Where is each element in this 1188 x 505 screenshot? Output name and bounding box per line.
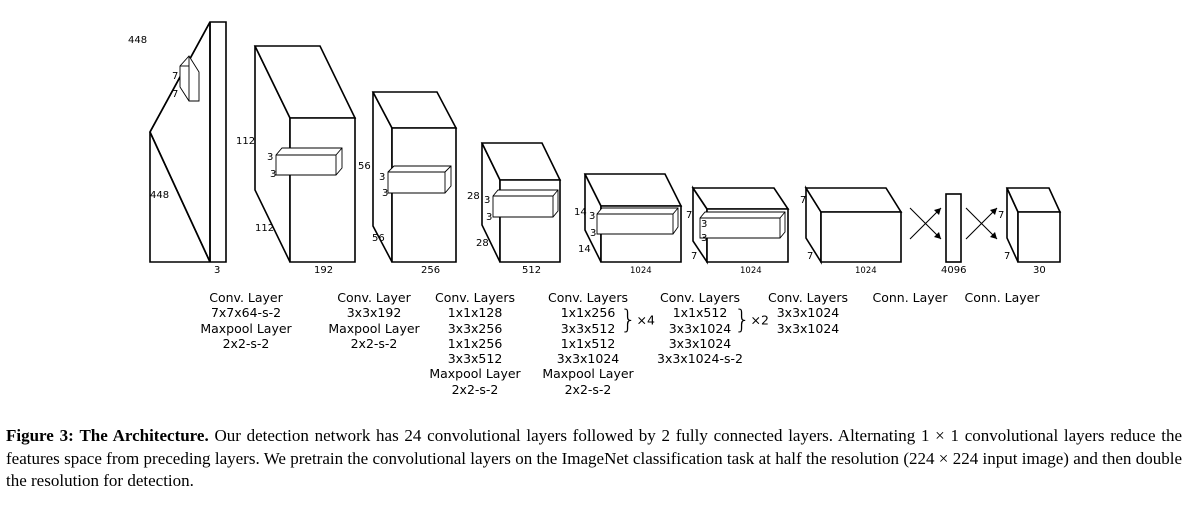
- layer-spec-label: 1x1x256: [560, 305, 616, 321]
- caption-text: Our detection network has 24 convolution…: [6, 426, 1182, 490]
- output-width-label: 7: [1004, 251, 1010, 262]
- kernel-height-label: 7: [172, 71, 178, 82]
- kernel-height-label: 3: [379, 172, 385, 183]
- block-width-label: 112: [255, 223, 274, 234]
- conv-block-7b: [804, 185, 903, 265]
- block-width-label: 28: [476, 238, 489, 249]
- block-depth-label: 1024: [740, 266, 762, 276]
- layer-type-label: Conv. Layers: [659, 290, 741, 305]
- block-width-label: 14: [578, 244, 591, 255]
- layer-spec-label: 3x3x1024-s-2: [657, 351, 743, 367]
- layer-spec-label: 3x3x512: [560, 320, 616, 336]
- input-kernel: [179, 55, 200, 102]
- figure-caption: Figure 3: The Architecture. Our detectio…: [6, 425, 1182, 493]
- layer-spec-label: 3x3x1024: [556, 351, 620, 367]
- layer-type-label: Conv. Layer: [337, 290, 411, 305]
- repeat-brace: }×4: [620, 305, 655, 335]
- kernel-width-label: 3: [270, 169, 276, 180]
- layer-spec-label: 3x3x1024: [668, 320, 732, 336]
- layer-type-label: Conn. Layer: [964, 290, 1040, 305]
- layer-spec-label: 3x3x256: [447, 320, 503, 336]
- layer-spec-label: 3x3x192: [346, 305, 402, 321]
- layer-type-label: Conn. Layer: [872, 290, 948, 305]
- conv-block-112: [253, 45, 357, 263]
- block-height-label: 56: [358, 161, 371, 172]
- block-depth-label: 512: [522, 265, 541, 276]
- layer-description: Conn. Layer: [860, 290, 960, 305]
- kernel-width-label: 3: [382, 188, 388, 199]
- layer-spec-label: 1x1x256: [447, 335, 503, 351]
- block-height-label: 14: [574, 207, 587, 218]
- layer-spec-label: 3x3x1024: [776, 320, 840, 336]
- figure-label: Figure 3:: [6, 426, 74, 445]
- block-depth-label: 1024: [630, 266, 652, 276]
- layer-type-label: Conv. Layer: [209, 290, 283, 305]
- repeat-multiplier: ×2: [750, 312, 769, 328]
- layer-spec-label: 1x1x512: [672, 305, 728, 321]
- kernel-width-label: 3: [590, 228, 596, 239]
- block-depth-label: 1024: [855, 266, 877, 276]
- input-width-label: 448: [150, 190, 169, 201]
- block-height-label: 7: [800, 195, 806, 206]
- layer-spec-label: 1x1x512: [560, 335, 616, 351]
- kernel-width-label: 7: [172, 89, 178, 100]
- block-height-label: 7: [686, 210, 692, 221]
- kernel-112: [275, 147, 343, 176]
- layer-description: Conn. Layer: [952, 290, 1052, 305]
- layer-spec-label: 3x3x1024: [776, 305, 840, 321]
- layer-spec-label: Maxpool Layer: [200, 320, 292, 336]
- kernel-width-label: 3: [701, 233, 707, 244]
- repeat-brace: }×2: [734, 305, 769, 335]
- layer-spec-label: Maxpool Layer: [429, 366, 521, 382]
- layer-spec-label: 2x2-s-2: [350, 335, 398, 351]
- architecture-diagram: 448 448 3 7 7 112 112 192 3 3 56 56 256 …: [128, 21, 1062, 276]
- block-width-label: 7: [691, 251, 697, 262]
- fc-vector-4096: [945, 193, 962, 263]
- layer-spec-label: 1x1x128: [447, 305, 503, 321]
- kernel-height-label: 3: [589, 211, 595, 222]
- layer-spec-label: 7x7x64-s-2: [210, 305, 282, 321]
- repeat-multiplier: ×4: [636, 312, 655, 328]
- layer-spec-label: 2x2-s-2: [222, 335, 270, 351]
- fc-connection-1: [909, 207, 942, 240]
- output-block: [1005, 187, 1062, 263]
- layer-spec-label: Maxpool Layer: [542, 366, 634, 382]
- output-height-label: 7: [998, 210, 1004, 221]
- layer-type-label: Conv. Layers: [547, 290, 629, 305]
- layer-spec-label: 3x3x1024: [668, 335, 732, 351]
- layer-spec-label: 2x2-s-2: [564, 381, 612, 397]
- layer-spec-label: Maxpool Layer: [328, 320, 420, 336]
- kernel-height-label: 3: [701, 219, 707, 230]
- kernel-56: [387, 165, 452, 194]
- layer-type-label: Conv. Layers: [767, 290, 849, 305]
- layer-spec-label: 2x2-s-2: [451, 381, 499, 397]
- layer-spec-label: 3x3x512: [447, 351, 503, 367]
- fc-connection-2: [965, 207, 998, 240]
- kernel-28: [492, 189, 559, 218]
- input-height-label: 448: [128, 35, 147, 46]
- block-height-label: 112: [236, 136, 255, 147]
- kernel-14: [596, 207, 679, 235]
- block-depth-label: 256: [421, 265, 440, 276]
- kernel-width-label: 3: [486, 212, 492, 223]
- block-width-label: 56: [372, 233, 385, 244]
- vector-size-label: 4096: [941, 265, 966, 276]
- block-width-label: 7: [807, 251, 813, 262]
- layer-type-label: Conv. Layers: [434, 290, 516, 305]
- kernel-height-label: 3: [484, 195, 490, 206]
- kernel-height-label: 3: [267, 152, 273, 163]
- block-height-label: 28: [467, 191, 480, 202]
- block-depth-label: 192: [314, 265, 333, 276]
- conv-block-56: [371, 91, 458, 263]
- input-depth-label: 3: [214, 265, 220, 276]
- output-depth-label: 30: [1033, 265, 1046, 276]
- caption-title: The Architecture.: [79, 426, 209, 445]
- kernel-7: [699, 211, 786, 239]
